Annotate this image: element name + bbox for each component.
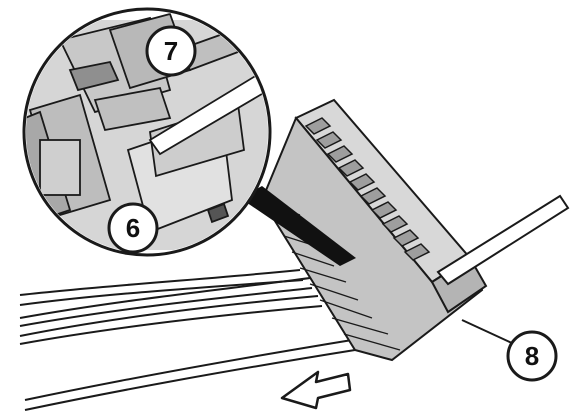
- wire-bundle: [19, 269, 356, 411]
- callout-8: 8: [461, 319, 558, 382]
- callout-6-label: 6: [126, 213, 140, 243]
- callout-7-label: 7: [164, 36, 178, 66]
- screwdriver-icon: [436, 194, 570, 286]
- arrow-left-outline-icon: [280, 370, 352, 410]
- terminal-connector: [240, 98, 488, 362]
- callout-6: 6: [107, 202, 159, 254]
- callout-7: 7: [145, 25, 197, 77]
- callout-8-label: 8: [525, 341, 539, 371]
